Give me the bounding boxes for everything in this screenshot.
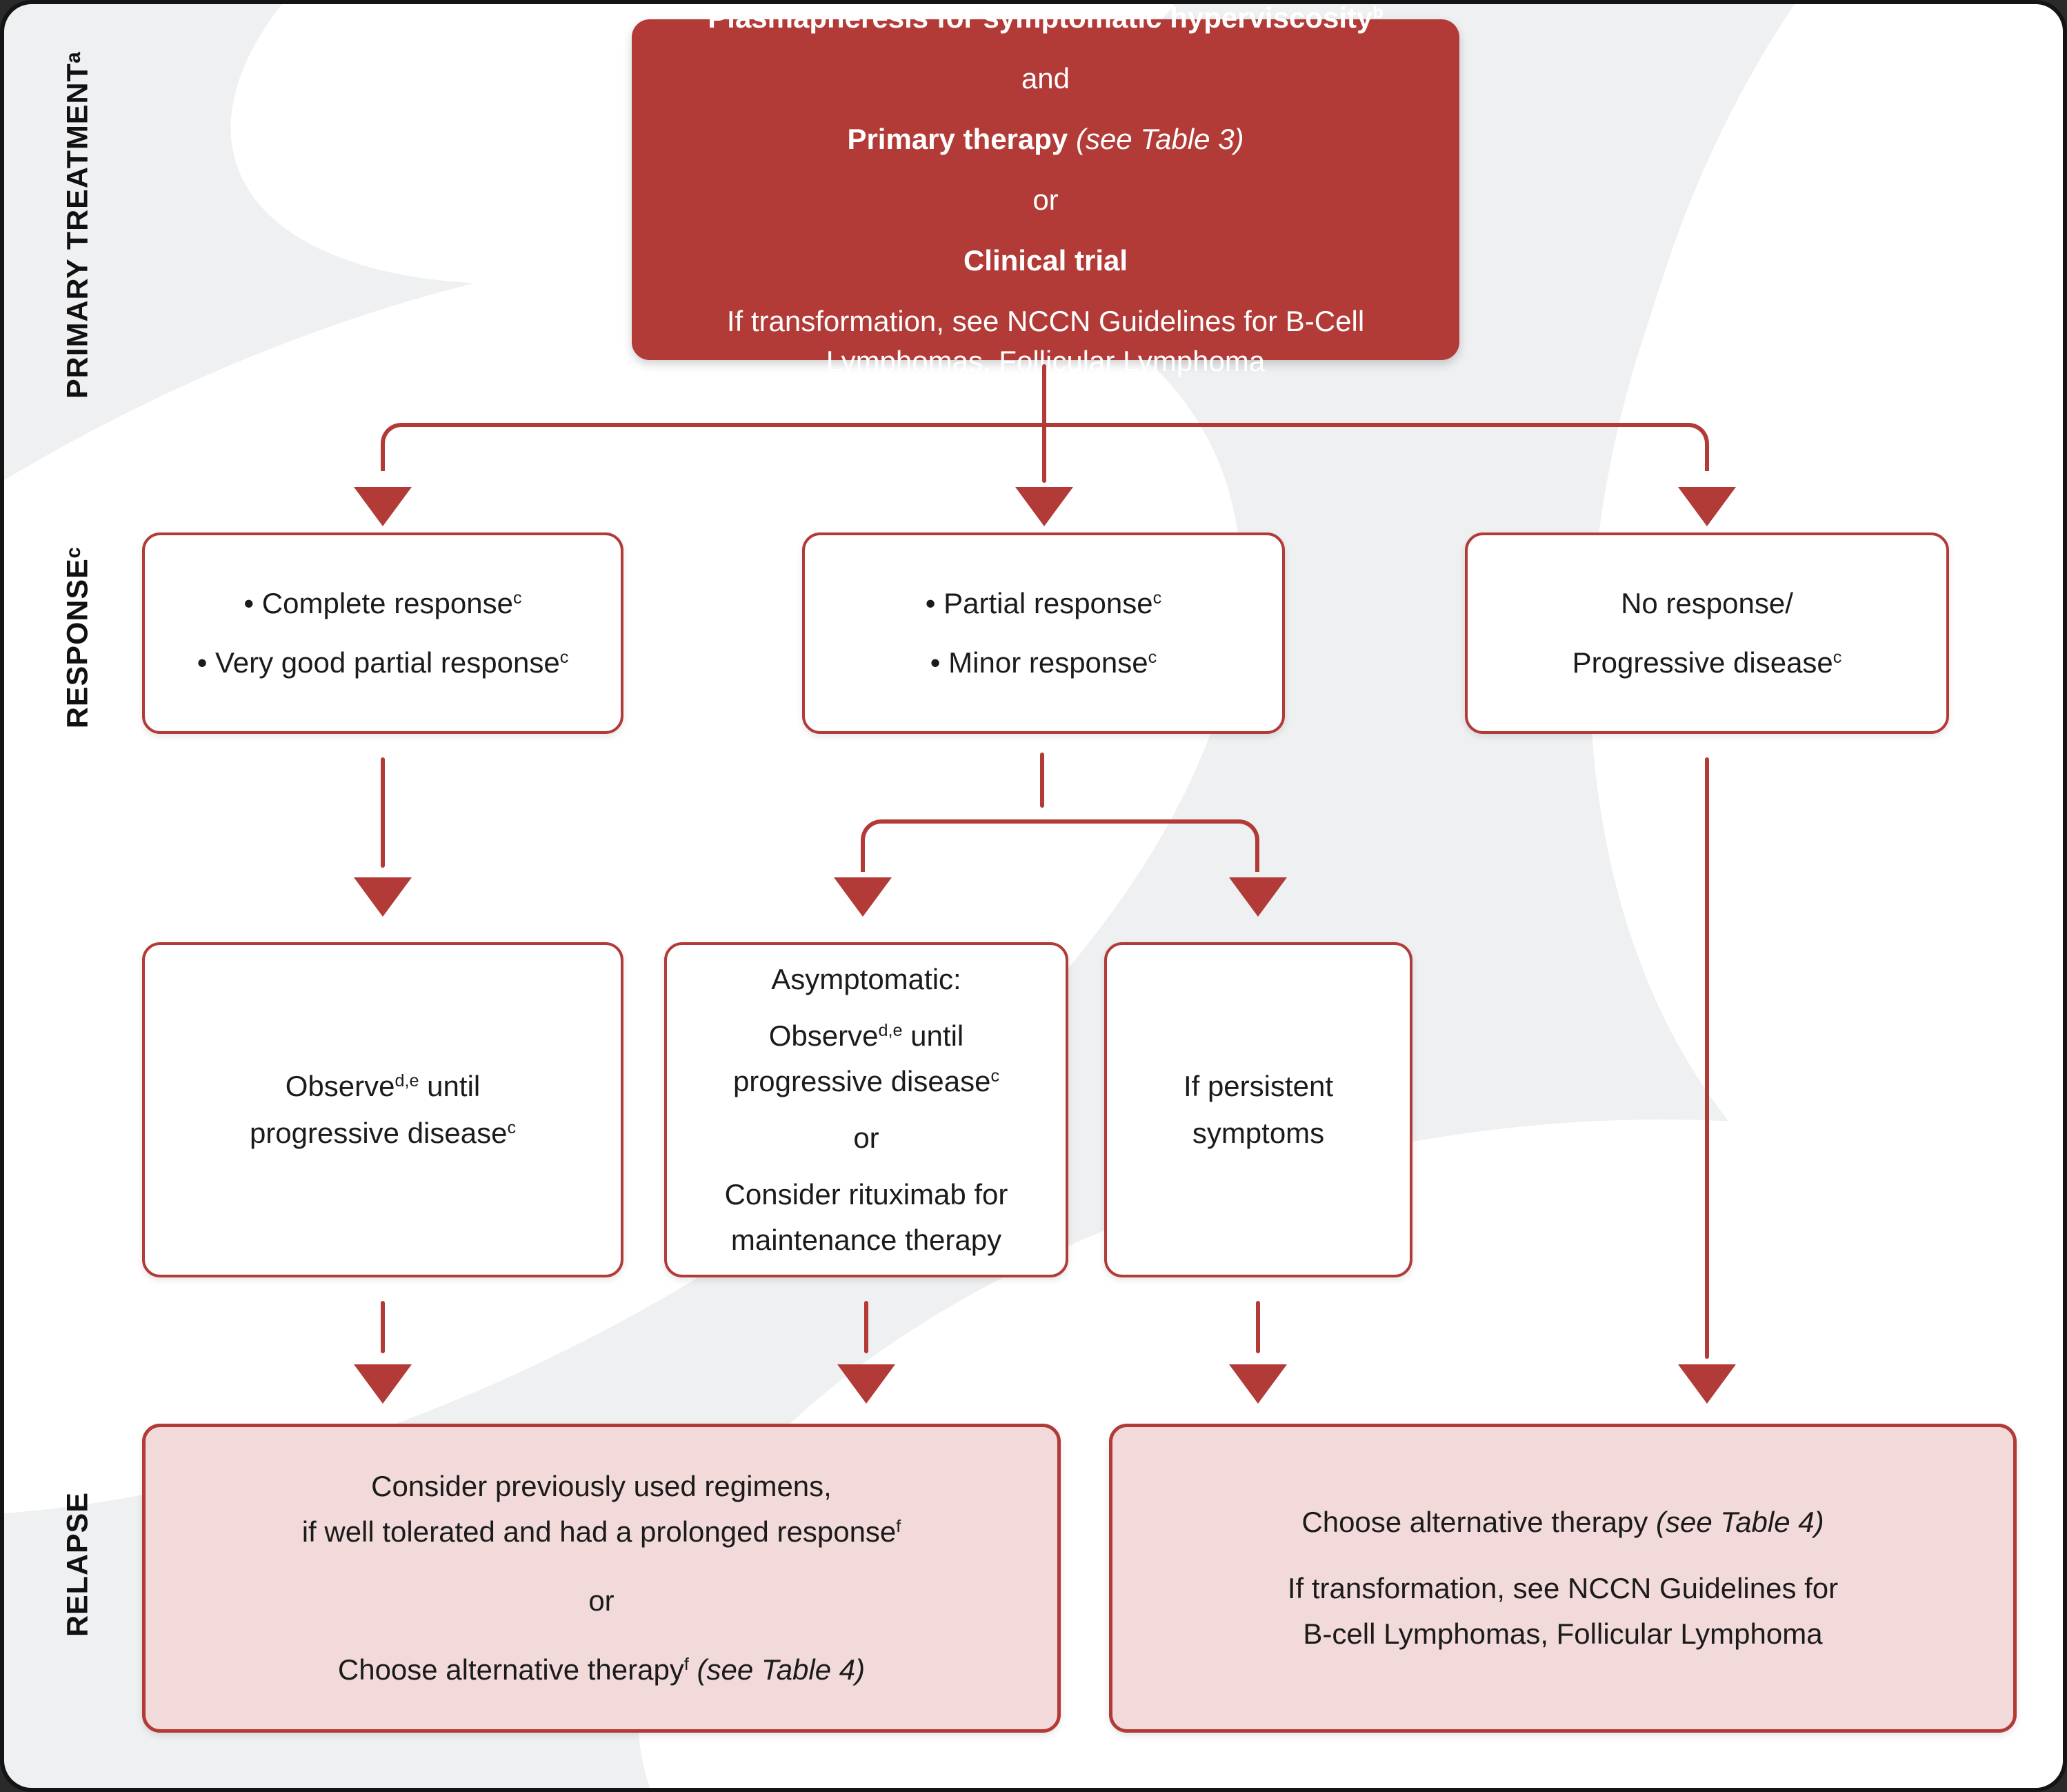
- response-box-no-response: No response/Progressive diseasec: [1465, 532, 1949, 734]
- arrowhead-no-response-to-relapse: [1678, 1364, 1736, 1404]
- arrowhead-to-observe: [354, 877, 412, 917]
- box-text-line: Observed,e until: [285, 1070, 481, 1103]
- box-text-line: or: [588, 1584, 615, 1617]
- connector-stem-asymptomatic: [864, 1301, 868, 1353]
- response-box-complete: • Complete responsec • Very good partial …: [142, 532, 623, 734]
- connector-stem-no-response: [1705, 757, 1709, 1359]
- box-text-line: symptoms: [1192, 1117, 1325, 1149]
- relapse-box-left: Consider previously used regimens, if wel…: [142, 1424, 1061, 1733]
- box-text-line: • Complete responsec: [243, 587, 522, 620]
- row-label-response: RESPONSEᶜ: [61, 546, 94, 729]
- connector-bracket-partial-split: [861, 819, 1259, 872]
- box-text-line: B-cell Lymphomas, Follicular Lymphoma: [1303, 1617, 1823, 1650]
- box-text-line: maintenance therapy: [730, 1223, 1002, 1256]
- asymptomatic-box: Asymptomatic: Observed,e until progressive…: [664, 942, 1068, 1277]
- persistent-symptoms-box: If persistent symptoms: [1104, 942, 1412, 1277]
- box-text-line: if well tolerated and had a prolonged re…: [301, 1515, 901, 1549]
- box-text-line: or: [853, 1122, 879, 1154]
- box-text-line: progressive diseasec: [249, 1117, 517, 1149]
- connector-stem-observe: [381, 1301, 385, 1353]
- box-text-line: and: [1021, 62, 1070, 95]
- box-text-line: Choose alternative therapy (see Table 4): [1301, 1506, 1824, 1539]
- connector-stem-persistent: [1256, 1301, 1260, 1353]
- box-text-line: or: [1032, 183, 1059, 217]
- relapse-box-right: Choose alternative therapy (see Table 4)…: [1109, 1424, 2017, 1733]
- box-text-line: Consider previously used regimens,: [371, 1470, 832, 1503]
- box-text-line: Asymptomatic:: [771, 963, 961, 996]
- connector-stem-partial: [1040, 753, 1044, 808]
- box-text-line: • Very good partial responsec: [197, 646, 569, 679]
- box-text-line: Choose alternative therapyf (see Table 4…: [337, 1653, 866, 1686]
- arrowhead-asymptomatic-to-relapse: [837, 1364, 895, 1404]
- arrowhead-persistent-to-relapse: [1229, 1364, 1287, 1404]
- observe-box: Observed,e until progressive diseasec: [142, 942, 623, 1277]
- connector-bracket-responses: [381, 423, 1709, 471]
- connector-stem-complete: [381, 757, 385, 868]
- row-label-primary-treatment: PRIMARY TREATMENTᵃ: [61, 50, 94, 399]
- box-text-line: Progressive diseasec: [1572, 646, 1842, 679]
- box-text-line: Observed,e until: [768, 1019, 964, 1053]
- box-text-line: Consider rituximab for: [724, 1177, 1008, 1211]
- box-text-line: No response/: [1621, 587, 1793, 620]
- arrowhead-to-complete-response: [354, 487, 412, 526]
- box-text-line: If persistent: [1183, 1070, 1334, 1103]
- box-text-line: Plasmapheresis for symptomatic hypervisc…: [708, 1, 1384, 34]
- arrowhead-to-persistent-symptoms: [1229, 877, 1287, 917]
- arrowhead-to-no-response: [1678, 487, 1736, 526]
- response-box-partial: • Partial responsec • Minor responsec: [802, 532, 1285, 734]
- primary-treatment-box: Plasmapheresis for symptomatic hypervisc…: [632, 4, 1459, 377]
- box-text-line: • Partial responsec: [925, 587, 1162, 620]
- arrowhead-observe-to-relapse: [354, 1364, 412, 1404]
- row-label-relapse: RELAPSE: [61, 1491, 94, 1637]
- box-text-line: Clinical trial: [963, 243, 1128, 277]
- box-text-line: • Minor responsec: [930, 646, 1157, 679]
- arrowhead-to-partial-response: [1015, 487, 1073, 526]
- arrowhead-to-asymptomatic: [834, 877, 892, 917]
- box-text-line: Primary therapy (see Table 3): [847, 123, 1244, 156]
- box-text-line: If transformation, see NCCN Guidelines f…: [1287, 1572, 1839, 1605]
- box-text-line: If transformation, see NCCN Guidelines f…: [726, 304, 1365, 377]
- box-text-line: progressive diseasec: [732, 1065, 1000, 1098]
